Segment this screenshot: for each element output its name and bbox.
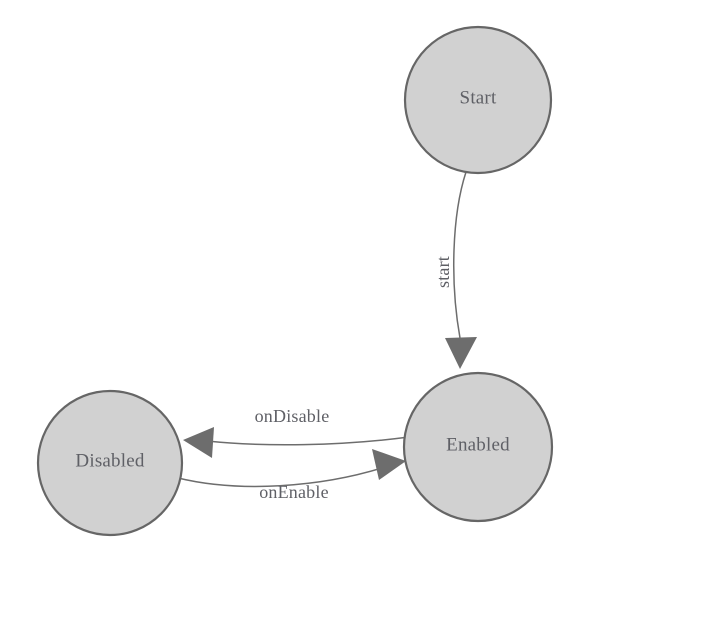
node-enabled-label: Enabled (446, 434, 510, 455)
edge-enabled-to-disabled[interactable]: onDisable (183, 406, 410, 458)
edge-start-to-enabled-path (453, 171, 467, 339)
edge-label-onenable: onEnable (259, 482, 329, 502)
edge-start-to-enabled[interactable]: start (433, 171, 477, 369)
edge-label-start: start (433, 256, 453, 288)
edge-start-to-enabled-arrowhead (445, 337, 477, 369)
edge-disabled-to-enabled-arrowhead (372, 449, 406, 480)
node-enabled-circle (402, 371, 554, 523)
edge-disabled-to-enabled-path (177, 467, 383, 488)
edge-disabled-to-enabled[interactable]: onEnable (177, 449, 406, 502)
edge-label-ondisable: onDisable (255, 406, 330, 426)
node-start-label: Start (460, 87, 497, 108)
node-start-circle (403, 25, 553, 175)
node-disabled-label: Disabled (75, 450, 144, 471)
node-enabled[interactable]: Enabled (402, 371, 554, 523)
node-disabled-circle (36, 389, 184, 537)
node-start[interactable]: Start (403, 25, 553, 175)
edge-enabled-to-disabled-path (206, 436, 410, 446)
node-disabled[interactable]: Disabled (36, 389, 184, 537)
edge-enabled-to-disabled-arrowhead (183, 427, 214, 458)
